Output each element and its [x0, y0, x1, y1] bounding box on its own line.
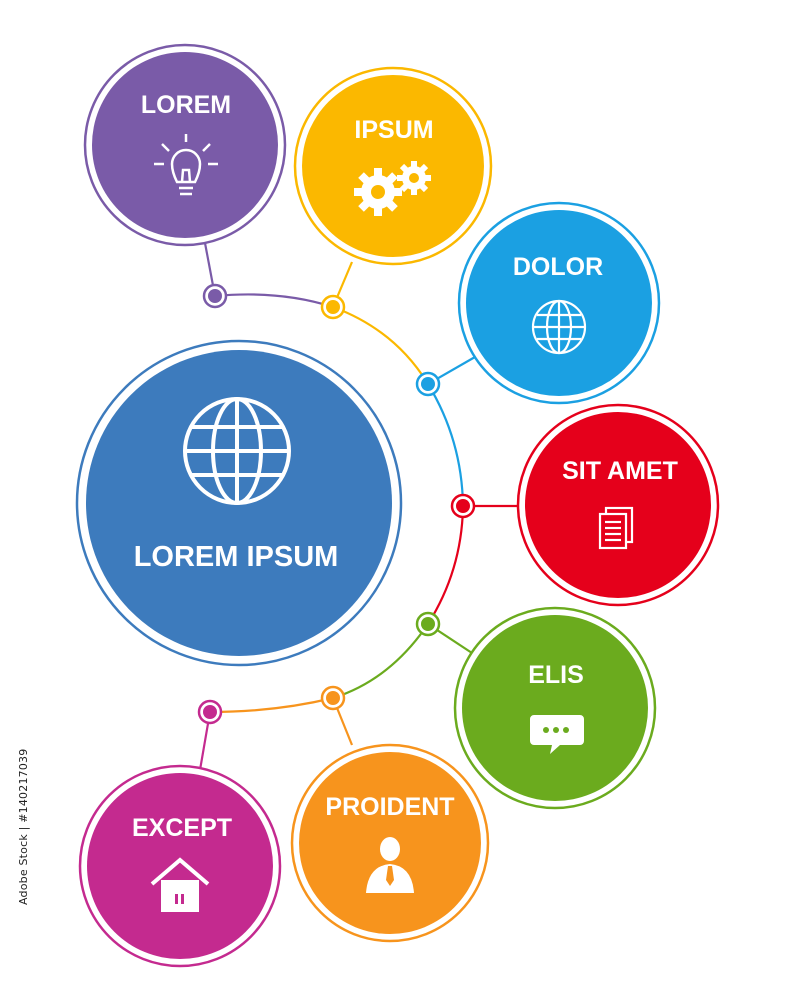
document-icon — [598, 506, 634, 550]
globe-icon — [183, 397, 291, 505]
node-ipsum: IPSUM — [293, 66, 493, 266]
house-icon — [150, 857, 210, 912]
node-except: EXCEPT — [78, 764, 282, 968]
node-proident: PROIDENT — [290, 743, 490, 943]
node-dolor-label: DOLOR — [513, 253, 603, 281]
node-sit-amet-circle — [525, 412, 711, 598]
center-node: LOREM IPSUM — [75, 339, 403, 667]
node-lorem-label: LOREM — [141, 91, 231, 119]
node-except-label: EXCEPT — [132, 814, 232, 842]
arc-segment-purple — [214, 293, 334, 309]
node-ipsum-label: IPSUM — [354, 116, 433, 144]
node-elis-circle — [462, 615, 648, 801]
node-lorem-circle — [92, 52, 278, 238]
stock-id-text: Adobe Stock | #140217039 — [17, 749, 30, 905]
junction-dot-lorem-fill — [208, 289, 222, 303]
node-sit-amet-label: SIT AMET — [562, 457, 678, 485]
arc-segment-green — [332, 623, 429, 700]
junction-dot-ipsum-fill — [326, 300, 340, 314]
gears-icon — [354, 161, 431, 216]
junction-dots — [197, 283, 476, 725]
junction-dot-dolor-fill — [421, 377, 435, 391]
arc-segment-red — [427, 505, 465, 625]
junction-dot-elis-fill — [421, 617, 435, 631]
node-except-circle — [87, 773, 273, 959]
node-proident-label: PROIDENT — [325, 793, 454, 821]
junction-dot-sit-amet-fill — [456, 499, 470, 513]
node-elis: ELIS — [453, 606, 657, 810]
node-dolor: DOLOR — [457, 201, 661, 405]
lightbulb-icon — [154, 134, 218, 196]
junction-dot-proident-fill — [326, 691, 340, 705]
person-icon — [366, 837, 414, 893]
node-elis-label: ELIS — [528, 661, 584, 689]
chat-icon — [530, 715, 584, 754]
arc-segment-blue — [427, 383, 465, 507]
arc-segment-yellow — [332, 305, 429, 385]
center-label: LOREM IPSUM — [134, 541, 339, 573]
node-sit-amet: SIT AMET — [516, 403, 720, 607]
node-ipsum-circle — [302, 75, 484, 257]
arc-segment-orange — [209, 696, 334, 714]
globe-icon — [531, 299, 587, 355]
node-lorem: LOREM — [83, 43, 287, 247]
junction-dot-except-fill — [203, 705, 217, 719]
